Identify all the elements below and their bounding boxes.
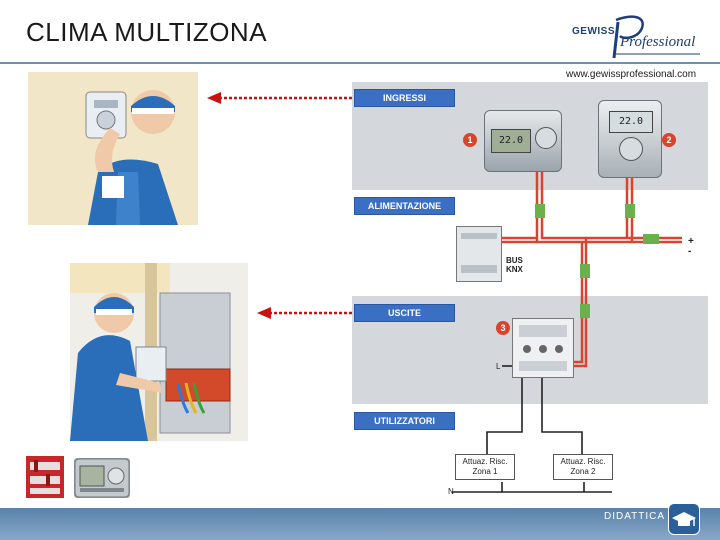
zone-1-line1: Attuaz. Risc. (462, 457, 508, 466)
zone-1-box: Attuaz. Risc. Zona 1 (455, 454, 515, 480)
thermostat-device-1: 22.0 (484, 110, 562, 172)
thermostat-installation-illustration (28, 72, 198, 225)
inputs-section-label: INGRESSI (354, 89, 455, 107)
bus-label-line1: BUS (506, 256, 523, 265)
thermostat-2-dial-icon (619, 137, 643, 161)
footer-label: DIDATTICA (604, 511, 666, 522)
brand-logo: GEWISS Professional (572, 14, 702, 62)
logo-brand-text: GEWISS (572, 26, 616, 37)
thermostat-2-display: 22.0 (609, 111, 653, 133)
device-badge-2: 2 (662, 133, 676, 147)
page-title: CLIMA MULTIZONA (26, 17, 268, 47)
device-badge-3: 3 (496, 321, 510, 335)
website-link[interactable]: www.gewissprofessional.com (566, 69, 697, 80)
header-divider (0, 62, 720, 64)
phase-label: L (496, 362, 501, 371)
logo-swoosh-icon (612, 15, 700, 59)
loads-section-label: UTILIZZATORI (354, 412, 455, 430)
bus-knx-label: BUS KNX (506, 256, 523, 274)
arrow-to-outputs-icon (257, 307, 353, 319)
zone-2-line1: Attuaz. Risc. (560, 457, 606, 466)
electrical-panel-icon (26, 456, 64, 498)
bus-label-line2: KNX (506, 265, 523, 274)
arrow-to-inputs-icon (207, 92, 353, 104)
power-section-label: ALIMENTAZIONE (354, 197, 455, 215)
thermostat-1-dial-icon (535, 127, 557, 149)
polarity-plus-label: + (688, 236, 694, 247)
device-badge-1: 1 (463, 133, 477, 147)
zone-2-box: Attuaz. Risc. Zona 2 (553, 454, 613, 480)
zone-1-line2: Zona 1 (472, 467, 498, 476)
heating-actuator-module (512, 318, 574, 378)
footer-bar (0, 508, 720, 540)
thermostat-product-image (74, 458, 130, 498)
polarity-minus-label: - (688, 246, 692, 257)
electrician-wiring-illustration (70, 263, 248, 441)
graduation-cap-icon[interactable] (668, 503, 700, 535)
power-supply-module (456, 226, 502, 282)
thermostat-device-2: 22.0 (598, 100, 662, 178)
thermostat-1-display: 22.0 (491, 129, 531, 153)
outputs-section-label: USCITE (354, 304, 455, 322)
zone-2-line2: Zona 2 (570, 467, 596, 476)
neutral-label: N (448, 487, 454, 496)
logo-line-text: Professional (620, 34, 696, 50)
